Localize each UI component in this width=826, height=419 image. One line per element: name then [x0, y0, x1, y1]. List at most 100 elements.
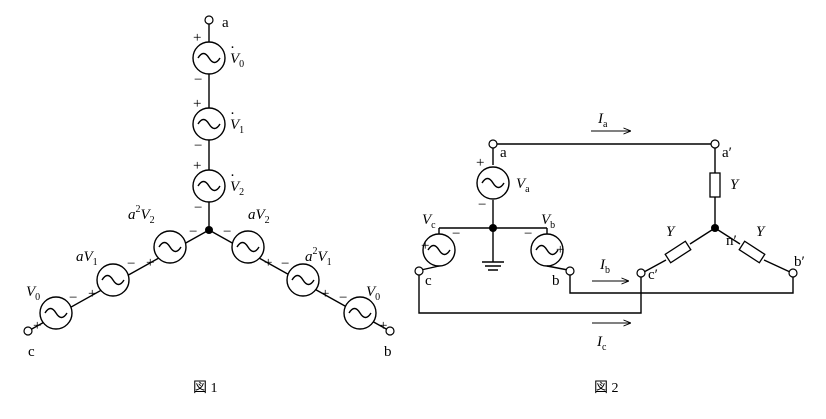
svg-text:aV2: aV2 [248, 207, 270, 226]
figure-2: + − Va + − Vc − + Vb a c b [414, 111, 805, 396]
svg-text:−: − [478, 197, 486, 213]
fig1-caption: 図 1 [193, 381, 218, 396]
svg-text:−: − [194, 200, 202, 216]
svg-text:−: − [194, 72, 202, 88]
fig2-source-a: + − Va [476, 155, 530, 213]
fig2-terminal-c [414, 266, 424, 276]
svg-text:Ia: Ia [597, 111, 608, 130]
fig1-terminal-a [204, 15, 214, 25]
fig2-line-a [493, 143, 716, 173]
fig1-source-left-1: + − aV1 [76, 249, 135, 302]
fig1-neutral-node [205, 226, 213, 234]
svg-text:a2V2: a2V2 [128, 204, 155, 226]
fig2-admittance-b [738, 240, 766, 264]
fig2-label-b-prime: b′ [794, 254, 805, 270]
fig2-wire-load-b-1 [714, 227, 741, 245]
svg-text:−: − [69, 290, 77, 306]
svg-text:+: + [321, 286, 329, 302]
fig2-admittance-a-label: Y [730, 177, 740, 193]
fig2-terminal-a [488, 139, 498, 149]
fig2-label-a-prime: a′ [722, 145, 732, 161]
svg-text:a2V1: a2V1 [305, 246, 332, 268]
fig1-terminal-c [23, 326, 33, 336]
svg-text:+: + [476, 155, 484, 171]
fig2-terminal-c-prime [636, 268, 646, 278]
svg-text:−: − [281, 256, 289, 272]
svg-text:+: + [88, 286, 96, 302]
fig1-source-top-2: + − V2 · [192, 158, 244, 216]
fig1-source-right-2: − + V0 [339, 284, 387, 334]
svg-text:Vb: Vb [541, 212, 555, 231]
svg-text:+: + [193, 30, 201, 46]
fig1-terminal-b [385, 326, 395, 336]
fig1-label-a: a [222, 15, 229, 31]
fig2-label-b: b [552, 273, 560, 289]
svg-text:V2: V2 [230, 179, 244, 198]
fig1-source-right-0: − + aV2 [223, 207, 272, 271]
svg-text:−: − [127, 256, 135, 272]
svg-text:Va: Va [516, 176, 530, 195]
fig2-label-c-prime: c′ [648, 267, 658, 283]
fig2-admittance-b-label: Y [756, 224, 766, 240]
svg-text:·: · [230, 106, 235, 122]
fig2-terminal-b-prime [788, 268, 798, 278]
fig2-wire-c-term [420, 265, 440, 271]
svg-text:−: − [452, 226, 460, 242]
fig1-source-left-2: + − V0 [26, 284, 77, 334]
fig2-current-b: Ib [592, 257, 629, 281]
svg-text:V0: V0 [366, 284, 380, 303]
svg-text:V0: V0 [26, 284, 40, 303]
svg-text:−: − [194, 138, 202, 154]
fig2-caption: 図 2 [594, 381, 619, 396]
fig2-terminal-a-prime [710, 139, 720, 149]
fig2-label-n-prime: n′ [726, 233, 737, 249]
svg-text:V0: V0 [230, 51, 244, 70]
svg-text:+: + [379, 318, 387, 334]
svg-text:−: − [524, 226, 532, 242]
svg-text:Ib: Ib [599, 257, 610, 276]
fig2-terminal-b [565, 266, 575, 276]
fig1-source-right-1: − + a2V1 [281, 246, 332, 302]
svg-text:−: − [189, 224, 197, 240]
fig2-label-c: c [425, 273, 432, 289]
svg-text:+: + [146, 255, 154, 271]
svg-text:·: · [230, 40, 235, 56]
ground-icon [482, 261, 504, 271]
svg-text:Vc: Vc [422, 212, 436, 231]
fig2-label-a: a [500, 145, 507, 161]
svg-text:aV1: aV1 [76, 249, 98, 268]
svg-text:+: + [421, 238, 429, 254]
fig2-current-c: Ic [592, 323, 631, 353]
svg-text:V1: V1 [230, 117, 244, 136]
fig2-wire-load-c-2 [643, 259, 667, 273]
fig2-wire-load-b-2 [763, 259, 791, 273]
fig2-admittance-a [709, 172, 721, 198]
svg-text:−: − [339, 290, 347, 306]
svg-text:+: + [556, 242, 564, 258]
svg-text:+: + [264, 255, 272, 271]
fig2-line-b [569, 275, 794, 294]
fig2-admittance-c-label: Y [666, 224, 676, 240]
fig1-source-top-1: + − V1 · [192, 96, 244, 154]
figure-1: a + − V0 · + − V1 · + − V2 · [23, 15, 395, 396]
fig2-current-a: Ia [591, 111, 631, 131]
svg-text:Ic: Ic [596, 334, 607, 353]
fig2-source-neutral-node [489, 224, 497, 232]
svg-text:−: − [223, 224, 231, 240]
fig1-label-b: b [384, 344, 392, 360]
svg-text:·: · [230, 168, 235, 184]
fig2-line-c [418, 275, 642, 314]
svg-text:+: + [193, 158, 201, 174]
svg-text:+: + [193, 96, 201, 112]
fig2-source-c: + − Vc [421, 212, 460, 267]
fig2-wire-b-term [546, 265, 569, 271]
svg-text:+: + [33, 318, 41, 334]
fig2-source-b: − + Vb [524, 212, 564, 267]
fig1-label-c: c [28, 344, 35, 360]
fig2-admittance-c [664, 240, 692, 264]
fig2-wire-load-c-1 [689, 227, 716, 245]
fig1-source-top-0: + − V0 · [192, 30, 244, 88]
fig1-source-left-0: + − a2V2 [128, 204, 197, 271]
